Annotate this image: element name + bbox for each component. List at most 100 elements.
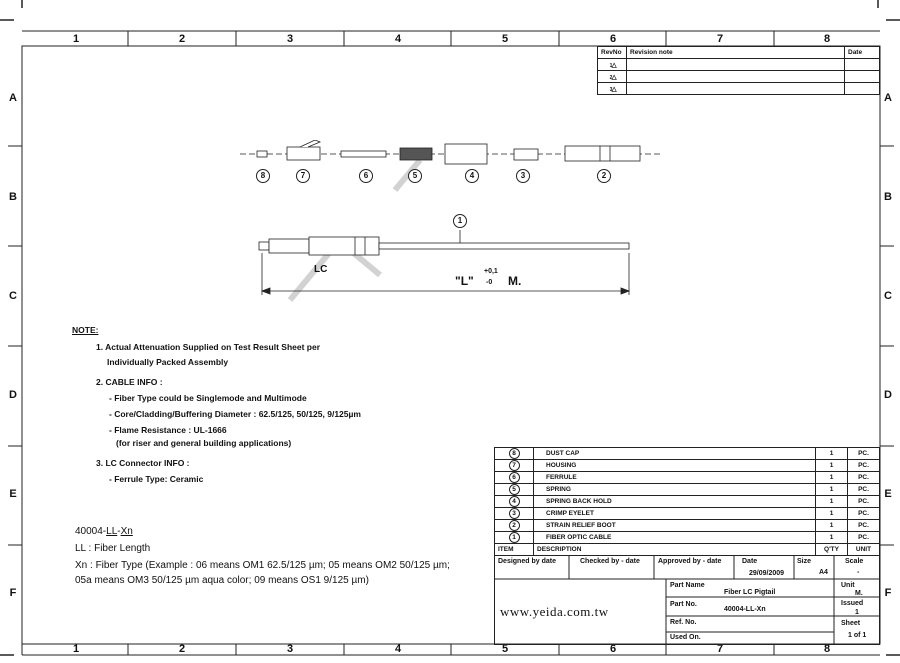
bom-item: 3 [494,507,534,520]
sheet-label: Sheet [841,620,861,627]
col-label: 2 [178,643,186,655]
sheet-value: 1 of 1 [848,632,867,639]
bom-header-item: ITEM [494,543,534,556]
row-label: C [9,290,17,302]
length-label: "L" [455,274,474,288]
bom-qty: 1 [815,507,848,520]
notes-heading: NOTE: [72,325,99,335]
note-3: 3. LC Connector INFO : [96,458,190,468]
revision-triangle-icon: △ [611,73,617,81]
used-on-label: Used On. [670,634,701,641]
col-label: 5 [501,643,509,655]
note-1-cont: Individually Packed Assembly [107,357,229,367]
company-website: www.yeida.com.tw [500,604,609,619]
bom-unit: PC. [847,459,880,472]
unit-label: Unit [841,582,855,589]
bom-desc: HOUSING [533,459,816,472]
exploded-parts-drawing [240,140,660,165]
title-block-grid [494,555,880,645]
row-label: E [884,488,892,500]
bom-item: 8 [494,447,534,460]
row-label: B [884,191,892,203]
col-label: 7 [716,643,724,655]
cable-callout: 1 [453,214,467,228]
note-2: 2. CABLE INFO : [96,377,163,387]
col-label: 1 [72,643,80,655]
bom-desc: DUST CAP [533,447,816,460]
ll-definition: LL : Fiber Length [75,543,151,554]
bom-item: 1 [494,531,534,544]
rev-header-revno: RevNo [597,46,627,59]
part-name-label: Part Name [670,582,705,589]
row-label: D [884,389,892,401]
bom-header-unit: UNIT [847,543,880,556]
col-label: 7 [716,33,724,45]
tolerance-minus: -0 [486,279,493,286]
bom-desc: CRIMP EYELET [533,507,816,520]
part-callout: 6 [359,169,373,183]
col-label: 4 [394,643,402,655]
row-label: C [884,290,892,302]
col-label: 8 [823,33,831,45]
rev-row: △2 [597,70,627,83]
col-label: 6 [609,643,617,655]
xn-definition: Xn : Fiber Type (Example : 06 means OM1 … [75,560,450,571]
part-callout: 3 [516,169,530,183]
bom-unit: PC. [847,507,880,520]
ref-no-label: Ref. No. [670,619,697,626]
bom-qty: 1 [815,531,848,544]
bom-qty: 1 [815,447,848,460]
row-label: F [9,587,17,599]
revision-table: RevNo Revision note Date △1 △2 △3 [597,46,880,95]
part-name-value: Fiber LC Pigtail [724,589,776,596]
unit-value: M. [855,590,863,597]
approved-by: Approved by - date [658,558,722,565]
note-2a: - Fiber Type could be Singlemode and Mul… [109,393,307,403]
bom-item: 7 [494,459,534,472]
part-no-value: 40004-LL-Xn [724,606,766,613]
xn-definition-cont: 05a means OM3 50/125 µm aqua color; 09 m… [75,575,369,586]
rev-row: △3 [597,82,627,95]
bom-qty: 1 [815,483,848,496]
bom-unit: PC. [847,519,880,532]
row-label: F [884,587,892,599]
date-value: 29/09/2009 [749,570,785,577]
issued-label: Issued [841,600,864,607]
bom-unit: PC. [847,471,880,484]
col-label: 3 [286,643,294,655]
bom-item: 2 [494,519,534,532]
tolerance-plus: +0,1 [484,268,498,275]
note-3a: - Ferrule Type: Ceramic [109,474,204,484]
row-label: B [9,191,17,203]
note-2c: - Flame Resistance : UL-1666 [109,425,227,435]
part-no-label: Part No. [670,601,697,608]
rev-header-date: Date [844,46,880,59]
col-label: 5 [501,33,509,45]
checked-by: Checked by - date [580,558,640,565]
col-label: 4 [394,33,402,45]
connector-label: LC [314,264,328,275]
scale-label: Scale [845,558,864,565]
note-2b: - Core/Cladding/Buffering Diameter : 62.… [109,409,361,419]
bom-unit: PC. [847,531,880,544]
scale-value: - [857,569,860,576]
bom-unit: PC. [847,495,880,508]
size-label: Size [797,558,812,565]
designed-by: Designed by date [498,558,556,565]
bom-header-desc: DESCRIPTION [533,543,816,556]
revision-triangle-icon: △ [611,85,617,93]
bom-header-qty: Q'TY [815,543,848,556]
part-callout: 5 [408,169,422,183]
row-label: D [9,389,17,401]
bom-qty: 1 [815,471,848,484]
col-label: 8 [823,643,831,655]
row-label: E [9,488,17,500]
part-number-code: 40004-LL-Xn [75,526,133,537]
length-unit: M. [508,274,522,288]
